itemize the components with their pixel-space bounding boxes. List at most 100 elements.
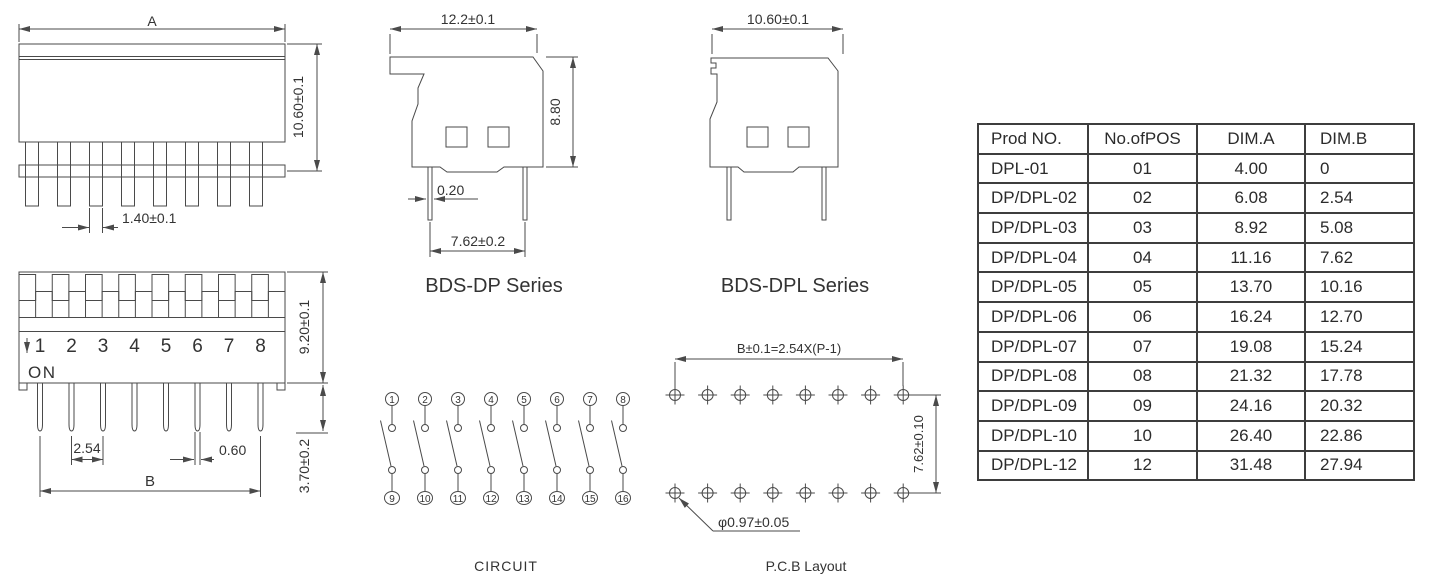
pcb-layout: B±0.1=2.54X(P-1) 7.62±0.10 φ0.97±0.05 P.… <box>665 341 941 574</box>
dim-label-dp-pin-thickness: 0.20 <box>437 182 464 198</box>
circuit-contact <box>619 424 627 432</box>
table-cell: 5.08 <box>1304 212 1415 244</box>
dim-label-pin-width: 1.40±0.1 <box>122 210 177 226</box>
table-cell: 2.54 <box>1304 182 1415 215</box>
table-cell: DP/DPL-05 <box>977 271 1089 304</box>
circuit-terminal-number: 6 <box>554 395 560 406</box>
circuit-terminal-number: 4 <box>488 395 494 406</box>
circuit-contact <box>553 466 561 474</box>
plan-pin <box>163 383 169 432</box>
dpl-pin <box>821 166 827 221</box>
circuit-contact <box>421 466 429 474</box>
table-cell: DP/DPL-12 <box>977 449 1089 482</box>
front-pin <box>153 141 167 207</box>
circuit-terminal-number: 16 <box>617 494 629 505</box>
circuit-contact <box>586 466 594 474</box>
plan-pin <box>131 383 138 432</box>
circuit-contact <box>520 424 528 432</box>
circuit-terminal-number: 13 <box>518 494 530 505</box>
plan-switch-knobs <box>18 274 286 318</box>
switch-number: 3 <box>98 336 109 357</box>
switch-knob <box>68 291 87 318</box>
table-cell: 09 <box>1087 390 1198 422</box>
table-cell: DP/DPL-02 <box>977 182 1089 215</box>
switch-number: 7 <box>224 336 235 357</box>
dp-pin <box>522 166 528 221</box>
table-cell: DP/DPL-04 <box>977 241 1089 274</box>
circuit-terminal-number: 1 <box>389 395 395 406</box>
circuit-contact <box>586 424 594 432</box>
plan-pin <box>257 383 264 432</box>
circuit-terminal-number: 15 <box>584 494 596 505</box>
circuit-terminal-number: 12 <box>485 494 497 505</box>
front-view-pins <box>25 141 263 207</box>
circuit-terminal-circle <box>417 491 433 505</box>
dim-label-pin-length: 3.70±0.2 <box>296 439 312 494</box>
switch-knob <box>134 291 153 318</box>
table-cell: 7.62 <box>1304 241 1415 274</box>
dim-label-pitch: 2.54 <box>73 440 100 456</box>
dpl-pin <box>726 166 732 221</box>
switch-number: 8 <box>255 336 266 357</box>
table-cell: 05 <box>1087 271 1198 304</box>
dpl-window <box>746 126 769 148</box>
table-cell: DPL-01 <box>977 152 1089 185</box>
front-pin <box>249 141 263 207</box>
dpl-body <box>709 57 839 173</box>
dim-label-pcb-span: B±0.1=2.54X(P-1) <box>737 341 841 356</box>
circuit-switch-blade <box>446 420 458 467</box>
dim-label-pcb-row-pitch: 7.62±0.10 <box>911 415 926 473</box>
dp-window <box>487 126 510 148</box>
circuit-switch-blade <box>380 420 392 467</box>
switch-knob <box>234 291 253 318</box>
dpl-side-view: 10.60±0.1 BDS-DPL Series <box>709 11 869 297</box>
circuit-terminal-circle <box>483 491 499 505</box>
table-cell: DP/DPL-10 <box>977 419 1089 452</box>
table-cell: 15.24 <box>1304 330 1415 363</box>
circuit-contact <box>388 466 396 474</box>
table-header-cell: DIM.B <box>1304 123 1415 155</box>
circuit-terminal-circle <box>582 491 598 505</box>
pcb-pads <box>665 385 913 503</box>
switch-knob <box>85 274 103 301</box>
table-cell: DP/DPL-03 <box>977 212 1089 244</box>
switch-number: 5 <box>161 336 172 357</box>
table-cell: 6.08 <box>1196 182 1306 215</box>
table-cell: 4.00 <box>1196 152 1306 185</box>
switch-knob <box>251 274 269 301</box>
table-cell: 26.40 <box>1196 419 1306 452</box>
front-pin <box>89 141 103 207</box>
circuit-terminal-number: 9 <box>389 494 395 505</box>
switch-number: 6 <box>192 336 203 357</box>
table-cell: 24.16 <box>1196 390 1306 422</box>
circuit-terminal-circle <box>549 491 565 505</box>
circuit-contact <box>553 424 561 432</box>
corner-notch <box>276 382 286 391</box>
corner-notch <box>18 382 28 391</box>
switch-knob <box>218 274 236 301</box>
dim-label-dpl-width: 10.60±0.1 <box>747 11 809 27</box>
plan-pin <box>194 383 201 432</box>
table-cell: 03 <box>1087 212 1198 244</box>
switch-knob <box>51 274 70 301</box>
switch-knob <box>18 274 37 301</box>
circuit-contact <box>454 466 462 474</box>
circuit-terminal-number: 10 <box>419 494 431 505</box>
table-cell: 08 <box>1087 360 1198 393</box>
table-cell: DP/DPL-08 <box>977 360 1089 393</box>
circuit-switch-blade <box>578 420 590 467</box>
switch-number: 1 <box>35 336 46 357</box>
plan-pin <box>226 383 232 432</box>
